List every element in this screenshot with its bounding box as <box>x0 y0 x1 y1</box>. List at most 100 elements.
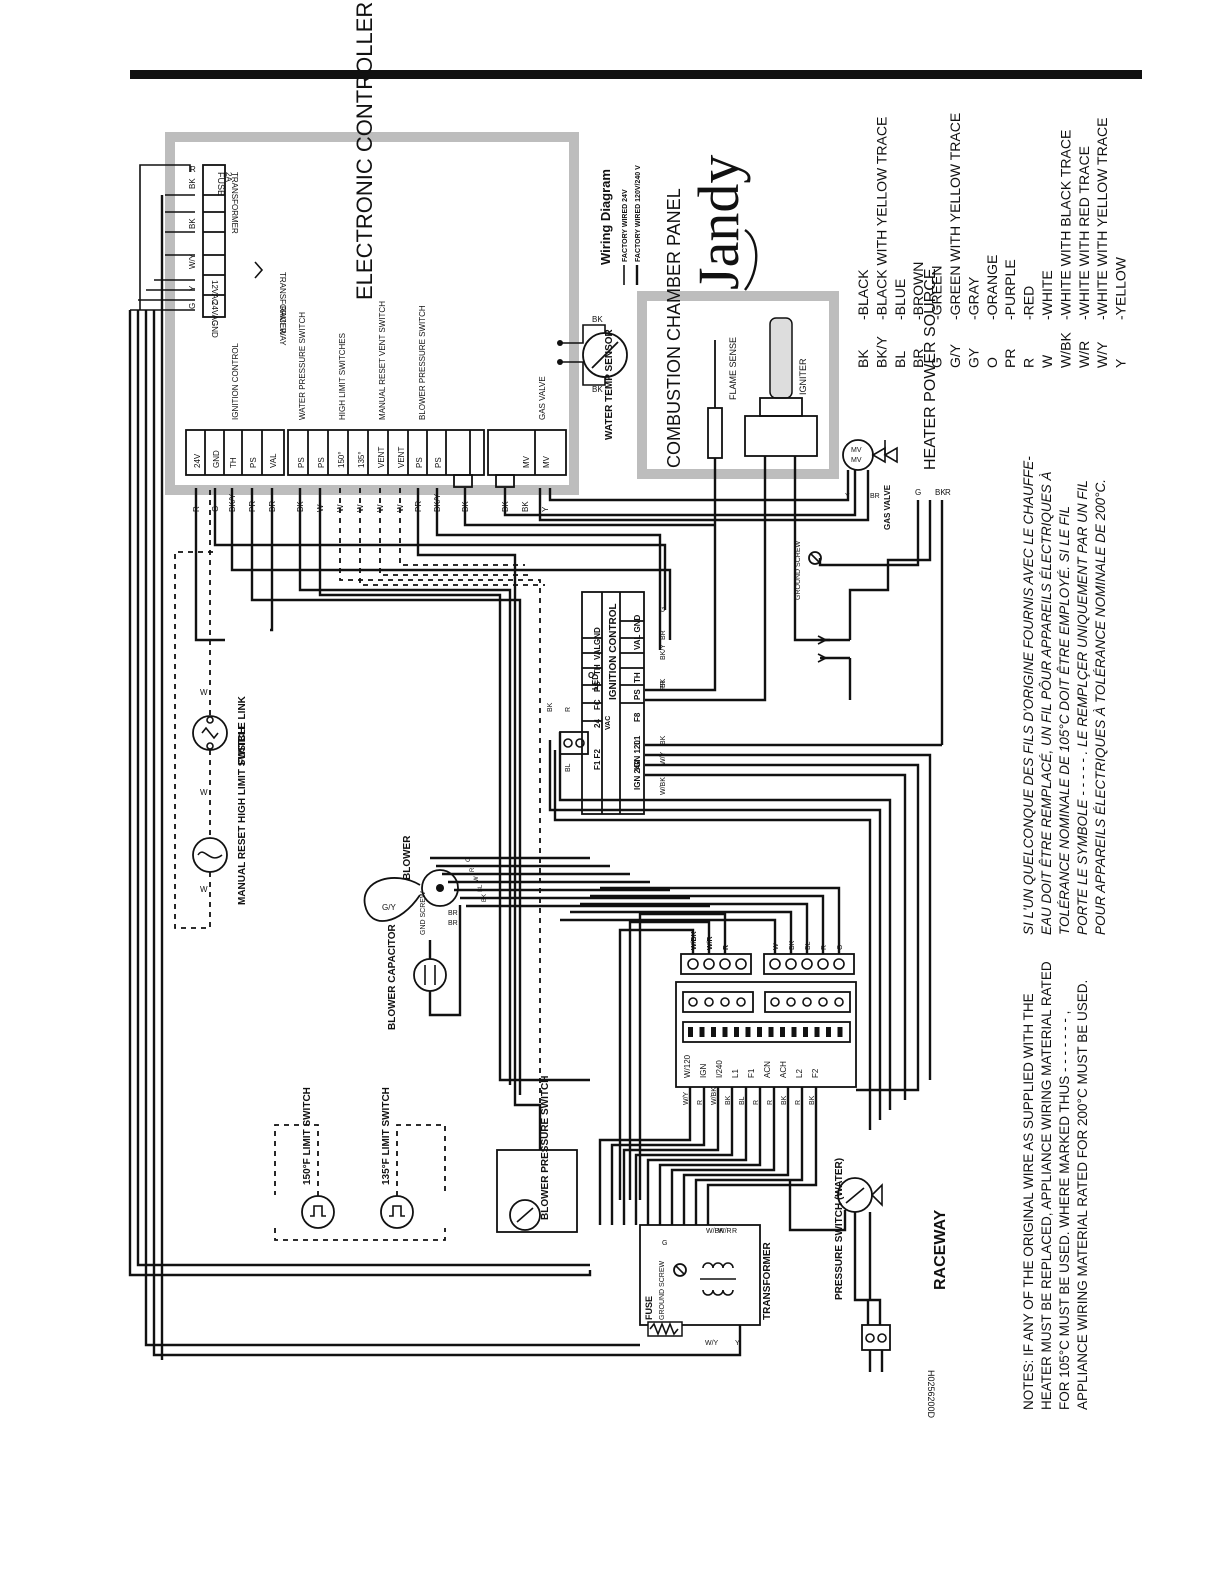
tb-bottom-wire-0: W/Y <box>683 1091 690 1105</box>
raceway-connector <box>861 1324 891 1372</box>
heater-wire-r: R <box>945 488 951 497</box>
tb-bottom-wire-7: BK <box>781 1095 788 1105</box>
gas-valve: MV MV GAS VALVE Y BR <box>538 439 898 530</box>
ic-wire-r-3: PR <box>660 680 667 690</box>
svg-text:W: W <box>200 885 208 894</box>
group-water-ps: WATER PRESSURE SWITCH <box>298 312 307 420</box>
note-fr-0: SI L'UN QUELCONQUE DES FILS D'ORIGINE FO… <box>1021 456 1036 935</box>
ic-wire-r-4: BK <box>660 678 667 688</box>
blower-wire-lab-0: O <box>466 857 472 862</box>
top-rule <box>130 70 1142 79</box>
heater-wire-bk: BK <box>935 488 946 497</box>
tb-bottom-lab-3: L1 <box>731 1069 740 1078</box>
svg-text:R: R <box>732 1228 737 1235</box>
part-number: H0256200D <box>926 1370 936 1419</box>
ic-top-4: TH <box>593 664 602 675</box>
note-fr-1: EAU DOIT ÊTRE REMPLACÉ, UN FIL PÔUR APPA… <box>1039 472 1054 935</box>
svg-text:Y: Y <box>735 1340 740 1347</box>
tb-bottom-lab-2: I/240 <box>715 1060 724 1078</box>
water-pressure-switch: PRESSURE SWITCH (WATER) <box>788 1158 883 1325</box>
tb-bottom-lab-0: W/120 <box>683 1054 692 1078</box>
conn-pin-4: VAL <box>269 453 278 468</box>
flame-sense-label: FLAME SENSE <box>728 337 738 400</box>
ic-wire-l-4: W/Y <box>660 751 667 765</box>
ic-bot-1: IGN 120 <box>633 740 642 770</box>
limit-switch-150: 150°F LIMIT SWITCH <box>274 1087 335 1229</box>
tb-bottom-wire-1: R <box>697 1100 704 1105</box>
conn-pin-10: VENT <box>397 447 406 468</box>
ic-wire-r-1: BR <box>660 630 667 640</box>
water-temp-sensor: BK BK WATER TEMP SENSOR <box>557 315 628 440</box>
ic-bot-0: IGN 240 <box>633 760 642 790</box>
ic-wire-l-2: BL <box>565 763 572 772</box>
top-conn-wire-0: BK <box>188 178 197 189</box>
conn-pin-8: 135° <box>357 451 366 468</box>
svg-text:BR: BR <box>448 910 458 917</box>
combustion-panel-frame <box>637 291 839 479</box>
wts-wire-2: BK <box>592 385 603 394</box>
legend-desc-2: -BLUE <box>892 279 908 320</box>
igniter: IGNITER <box>744 317 818 520</box>
conn-pin-3: PS <box>249 457 258 468</box>
igniter-harness <box>645 520 890 702</box>
note-fr-4: POUR APPAREILS ÉLECTRIQUES À TOLÉRANCE N… <box>1093 479 1108 935</box>
tb-bottom-wire-8: R <box>795 1100 802 1105</box>
legend-code-3: BR <box>910 349 926 368</box>
fusible-link: FUSIBLE LINK <box>192 695 248 765</box>
led-indicator: O <box>588 671 594 680</box>
notes-english: NOTES: IF ANY OF THE ORIGINAL WIRE AS SU… <box>1021 961 1090 1410</box>
conn-pin-7: 150° <box>337 451 346 468</box>
brand-swoosh <box>744 229 758 291</box>
ic-wire-r-0: G <box>660 607 667 612</box>
wts-label: WATER TEMP SENSOR <box>604 328 615 440</box>
tb-right-lab-4: O <box>837 944 844 950</box>
top-conn-pin-0: 12VAC <box>210 280 219 305</box>
top-conn-wire-4: G <box>188 303 197 309</box>
legend-code-2: BL <box>892 351 908 368</box>
svg-text:Y: Y <box>845 493 850 500</box>
ignition-control-module: IGNITION CONTROL LED O F1 F224FCPSTHVALG… <box>547 591 667 815</box>
note-en-2: FOR 105°C MUST BE USED. WHERE MARKED THU… <box>1057 1011 1072 1410</box>
fuse-rating: 2A <box>224 172 233 182</box>
transformer-fuse-label: FUSE <box>644 1296 654 1320</box>
ic-top-0: F1 F2 <box>593 749 602 770</box>
svg-text:W/R: W/R <box>718 1228 732 1235</box>
group-gas-valve: GAS VALVE <box>538 376 547 420</box>
svg-text:G/Y: G/Y <box>382 903 396 912</box>
blower-wire-lab-3: BL <box>478 884 484 892</box>
fusible-link-label: FUSIBLE LINK <box>237 695 248 765</box>
tb-bottom-wire-3: BK <box>725 1095 732 1105</box>
blower-wire-lab-1: R <box>470 867 476 872</box>
led-label: LED <box>591 674 600 690</box>
heater-power-label: HEATER POWER SOURCE <box>922 269 939 471</box>
tb-left-lab-1: W/R <box>707 936 714 950</box>
transformer-top-label: TRANSFORMER <box>230 172 239 234</box>
legend-code-11: W/BK <box>1057 332 1073 368</box>
legend-desc-4: -GREEN <box>929 266 945 320</box>
legend-desc-6: -GRAY <box>965 276 981 320</box>
svg-text:G: G <box>662 1240 667 1247</box>
blower: BLOWER G/Y GND SCREW BR BR <box>363 835 459 935</box>
tb-right-lab-0: W <box>773 943 780 950</box>
tb-right-lab-1: BK <box>789 940 796 950</box>
legend-code-5: G/Y <box>947 343 963 368</box>
svg-text:W/Y: W/Y <box>705 1340 719 1347</box>
blower-pressure-switch: BLOWER PRESSURE SWITCH <box>496 1076 578 1233</box>
legend-desc-13: -WHITE WITH YELLOW TRACE <box>1094 118 1110 321</box>
conn-pin-2: TH <box>229 457 238 468</box>
limit135-label: 135°F LIMIT SWITCH <box>381 1087 392 1185</box>
svg-text:W: W <box>200 788 208 797</box>
manual-reset-label: MANUAL RESET HIGH LIMIT SWITCH <box>237 727 248 905</box>
ic-bot-5: TH <box>633 672 642 683</box>
transformer: TRANSFORMER FUSE GROUND SCREW W/BK W/R R… <box>639 1224 773 1347</box>
group-high-limit: HIGH LIMIT SWITCHES <box>338 333 347 420</box>
blower-gnd-label: GND SCREW <box>420 891 427 935</box>
transformer-ground-label: GROUND SCREW <box>659 1260 666 1320</box>
legend-code-13: W/Y <box>1094 341 1110 368</box>
legend-desc-14: -YELLOW <box>1113 256 1129 320</box>
